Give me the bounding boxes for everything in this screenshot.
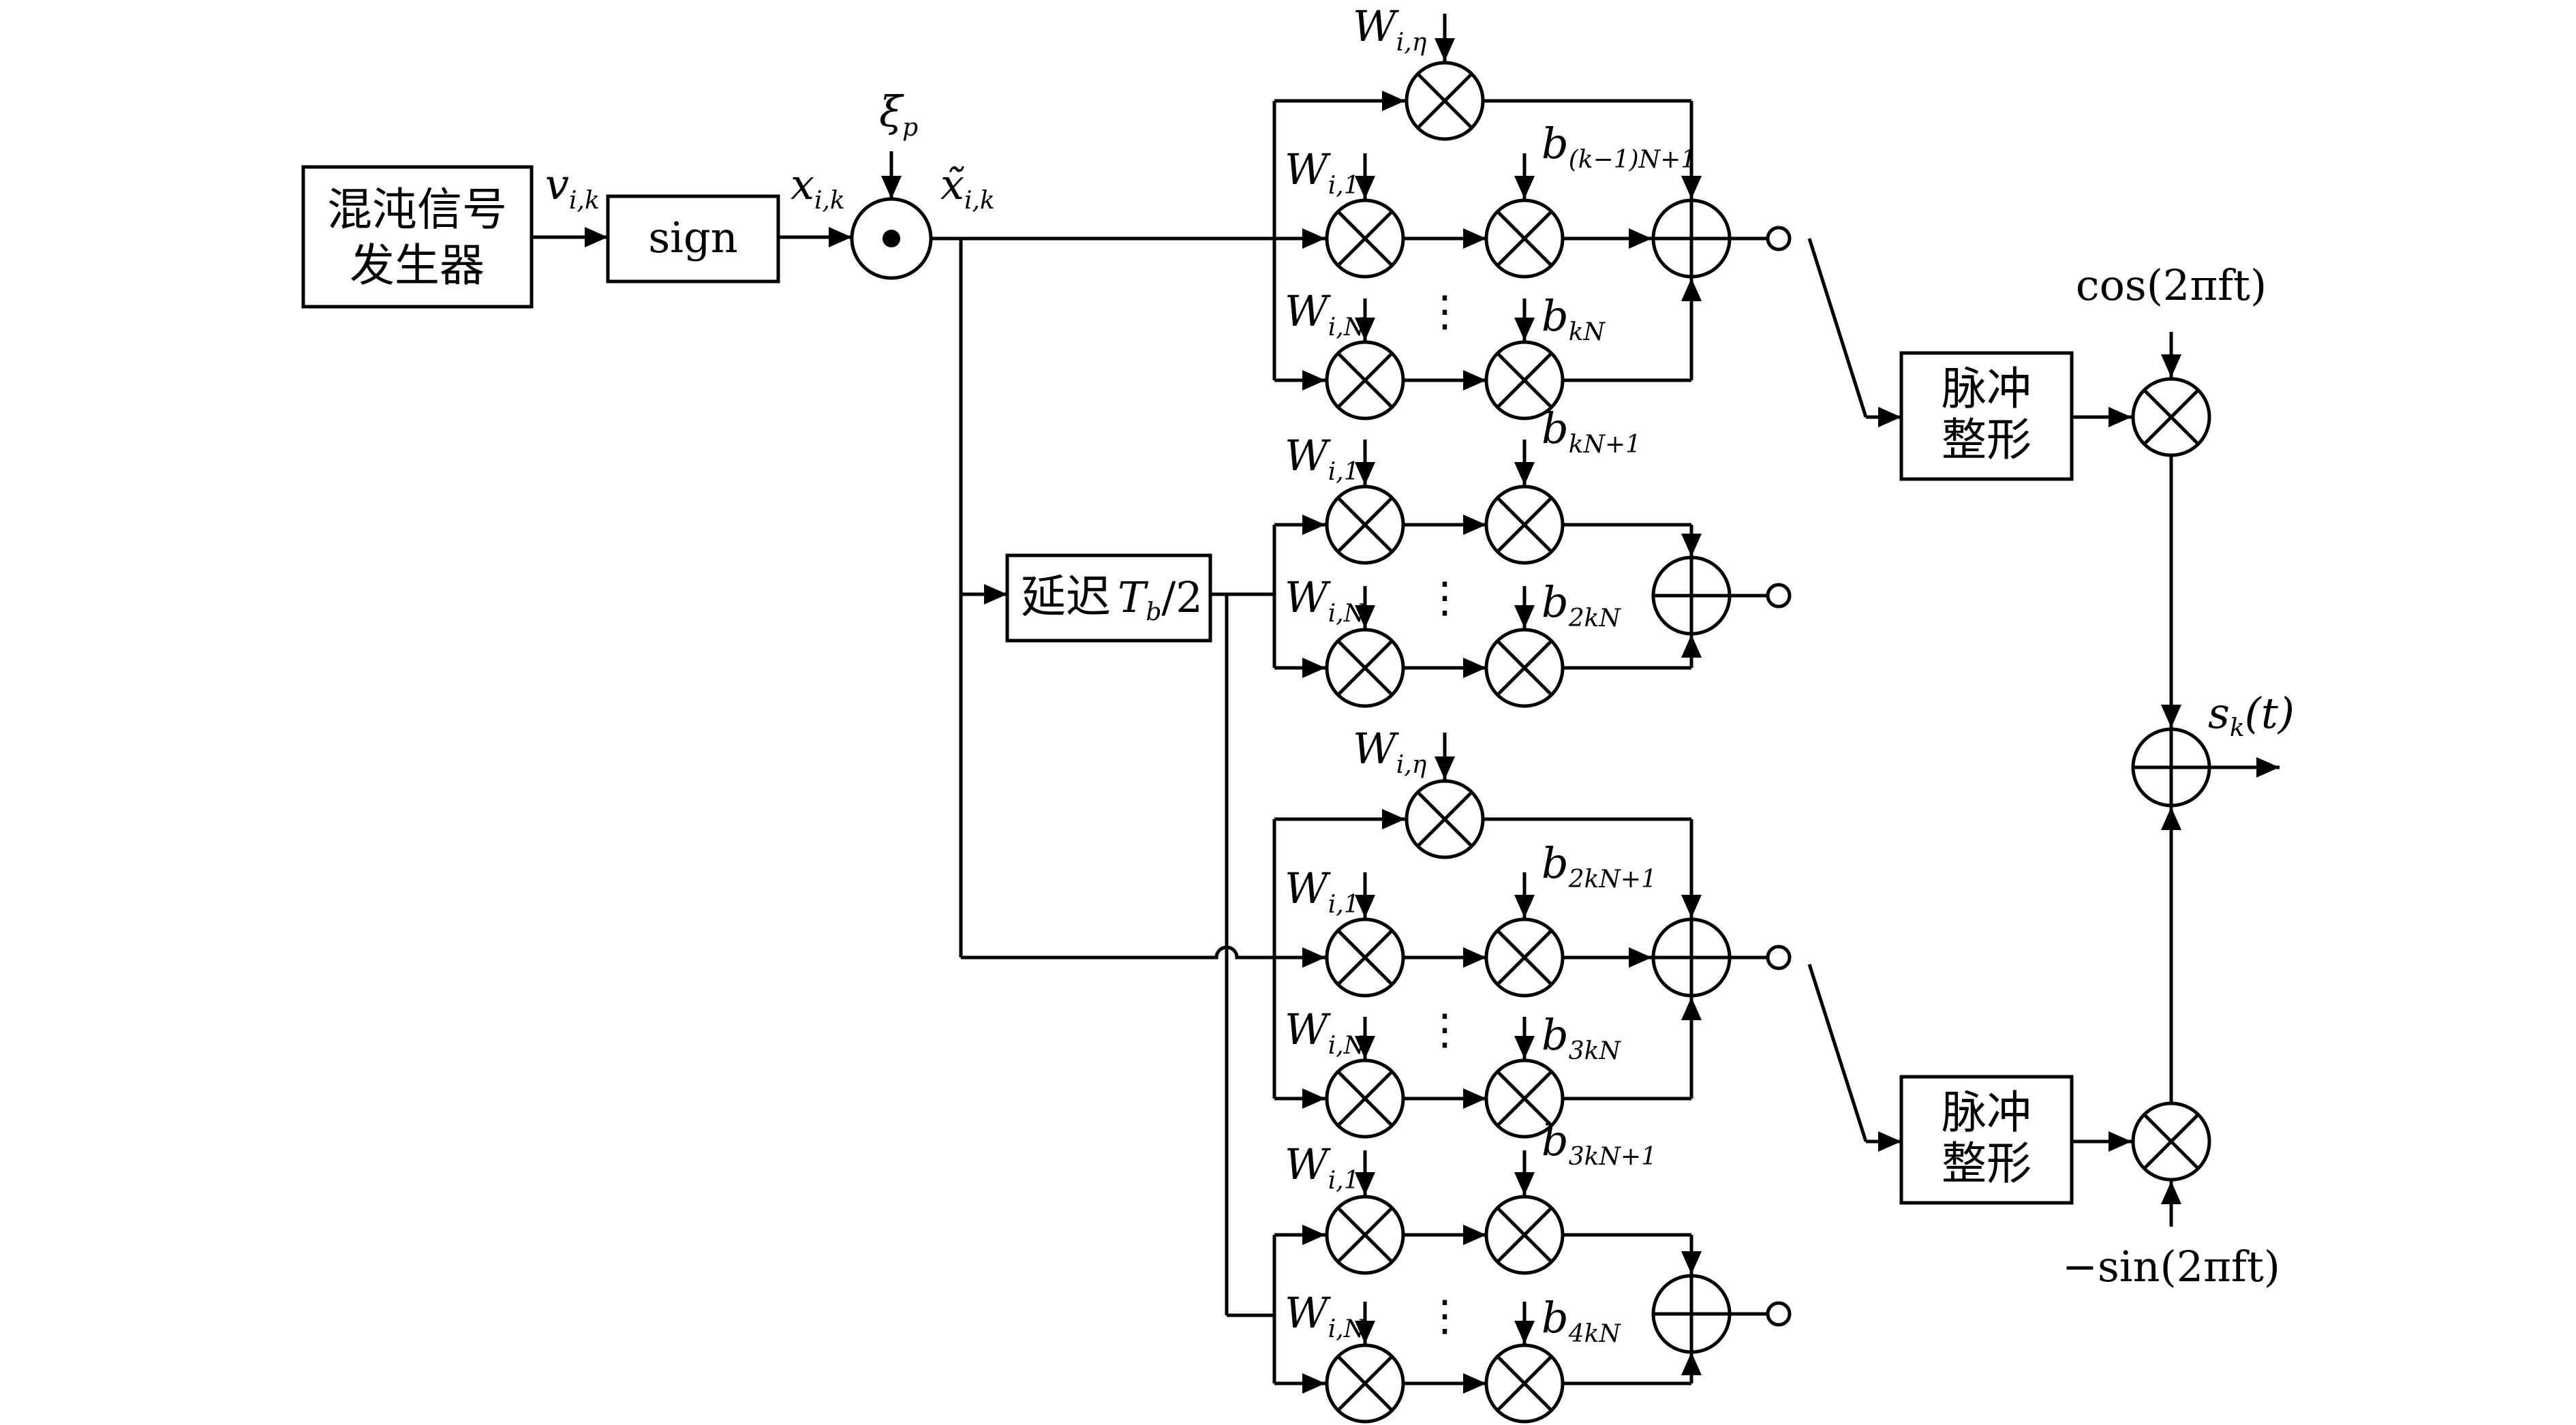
mult-node: [1486, 1197, 1563, 1273]
weight-1-label: Wi,1: [1285, 1139, 1360, 1195]
mult-node: [1486, 919, 1563, 996]
mult-node: [1486, 630, 1563, 706]
weight-N-label: Wi,N: [1285, 286, 1366, 341]
pulse-shaping-label-line2: 整形: [1942, 1137, 2031, 1190]
sum-node: [1653, 557, 1730, 634]
pulse-shaping-block-lower: [1899, 1075, 2074, 1205]
chaos-generator-label-line1: 混沌信号: [327, 183, 507, 236]
pulse-shaping-label-line1: 脉冲: [1942, 363, 2031, 415]
ellipsis: ⋮: [1424, 286, 1466, 336]
carrier-mult-node-cos: [2133, 379, 2209, 455]
sign-block: [606, 194, 780, 284]
chaos-generator-block: [301, 165, 534, 309]
pulse-shaping-label-line1: 脉冲: [1942, 1086, 2031, 1139]
weight-1-label: Wi,1: [1285, 431, 1360, 486]
output-terminal: [1766, 945, 1792, 970]
bit-label: b3kN: [1542, 1010, 1621, 1065]
chaos-generator-label-line2: 发生器: [350, 239, 485, 292]
output-terminal: [1766, 583, 1792, 609]
bit-label: b3kN+1: [1542, 1116, 1657, 1171]
weight-N-label: Wi,N: [1285, 1288, 1366, 1343]
ellipsis: ⋮: [1424, 1005, 1466, 1054]
signal-v-label: vi,k: [545, 159, 600, 215]
pulse-shaping-label-line2: 整形: [1942, 414, 2031, 466]
weight-N-label: Wi,N: [1285, 572, 1366, 628]
output-terminal: [1766, 1301, 1792, 1327]
output-signal-label: sk(t): [2208, 688, 2295, 742]
mult-node: [1327, 919, 1403, 996]
ellipsis: ⋮: [1424, 1291, 1466, 1340]
weight-1-label: Wi,1: [1285, 144, 1360, 200]
delay-block: [1005, 553, 1212, 643]
mult-node: [1327, 630, 1403, 706]
signal-x-label: xi,k: [791, 159, 845, 215]
weight-1-label: Wi,1: [1285, 863, 1360, 919]
mult-node: [1407, 781, 1483, 857]
signal-xtilde-label: x̃i,k: [940, 159, 995, 215]
mult-node: [1327, 1197, 1403, 1273]
sum-node: [1653, 200, 1730, 277]
sin-carrier-label: −sin(2πft): [2062, 1242, 2280, 1291]
sum-node: [1653, 1276, 1730, 1352]
pulse-shaping-block-upper: [1899, 351, 2074, 481]
mult-node: [1327, 342, 1403, 418]
bit-label: bkN: [1542, 291, 1606, 346]
output-terminal: [1766, 226, 1792, 251]
bit-label: b(k−1)N+1: [1542, 119, 1696, 174]
sign-block-label: sign: [648, 213, 737, 262]
mult-node: [1327, 1345, 1403, 1422]
mult-node: [1486, 1345, 1563, 1422]
bit-label: b2kN: [1542, 577, 1621, 632]
weight-eta-label: Wi,η: [1353, 1, 1427, 57]
mult-node: [1486, 487, 1563, 563]
cos-carrier-label: cos(2πft): [2076, 260, 2267, 310]
switch-lower: [1807, 964, 1868, 1142]
carrier-mult-node-sin: [2133, 1103, 2209, 1180]
mult-node: [1407, 63, 1483, 139]
switch-upper: [1807, 238, 1868, 418]
weight-eta-label: Wi,η: [1353, 724, 1427, 779]
bit-label: b2kN+1: [1542, 838, 1657, 893]
mult-node: [1327, 1060, 1403, 1137]
bit-label: bkN+1: [1542, 403, 1641, 459]
mult-node: [1327, 200, 1403, 277]
mult-node: [1486, 200, 1563, 277]
final-sum-node: [2133, 729, 2209, 806]
signal-xi-label: ξp: [879, 87, 918, 142]
mult-node: [1327, 487, 1403, 563]
weight-N-label: Wi,N: [1285, 1005, 1366, 1060]
ellipsis: ⋮: [1424, 572, 1466, 622]
sum-node: [1653, 919, 1730, 996]
bit-label: b4kN: [1542, 1293, 1621, 1348]
